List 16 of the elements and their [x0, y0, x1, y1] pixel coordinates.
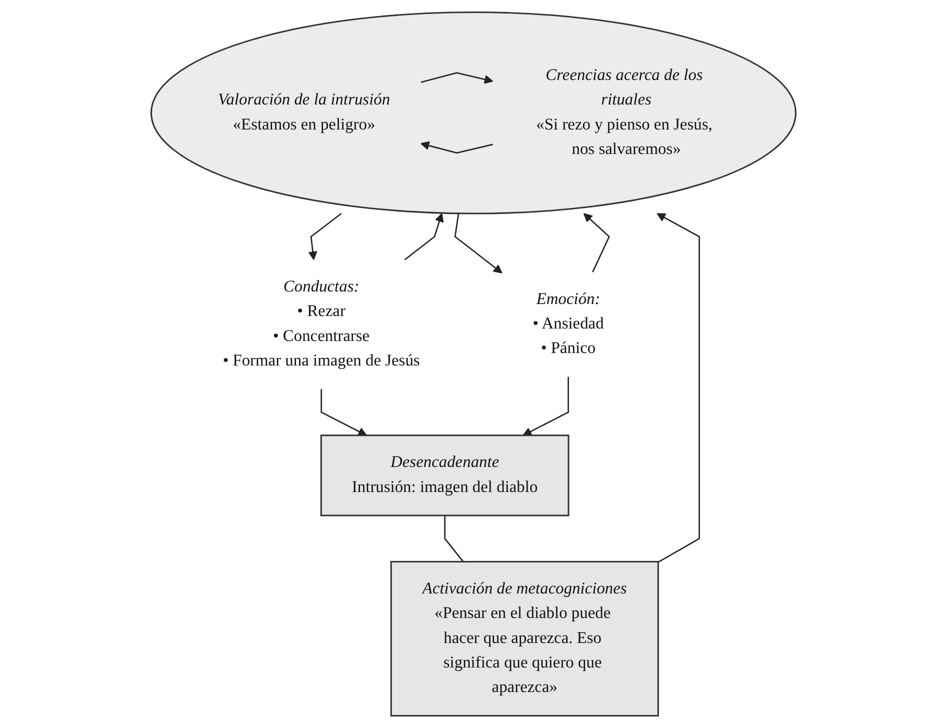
- arrow: [404, 212, 444, 260]
- arrow: [583, 212, 610, 272]
- node-text: Creencias acerca de los rituales «Si rezo y pienso en Jesús, nos salvaremos»: [536, 66, 712, 158]
- arrow: [522, 376, 569, 436]
- node-box: [320, 434, 570, 516]
- node-text: Emoción: • Ansiedad • Pánico: [532, 290, 604, 357]
- connector: [444, 515, 464, 562]
- node-text: Conductas: • Rezar • Concentrarse • Formar una imagen de Jesús: [222, 278, 420, 370]
- arrow: [656, 212, 700, 562]
- arrow: [420, 140, 493, 154]
- arrow: [320, 388, 367, 436]
- arrow: [454, 212, 502, 273]
- node-box: [390, 560, 659, 716]
- arrow: [420, 72, 494, 84]
- arrow: [308, 212, 342, 260]
- node-text: Valoración de la intrusión «Estamos en peligro»: [218, 90, 390, 133]
